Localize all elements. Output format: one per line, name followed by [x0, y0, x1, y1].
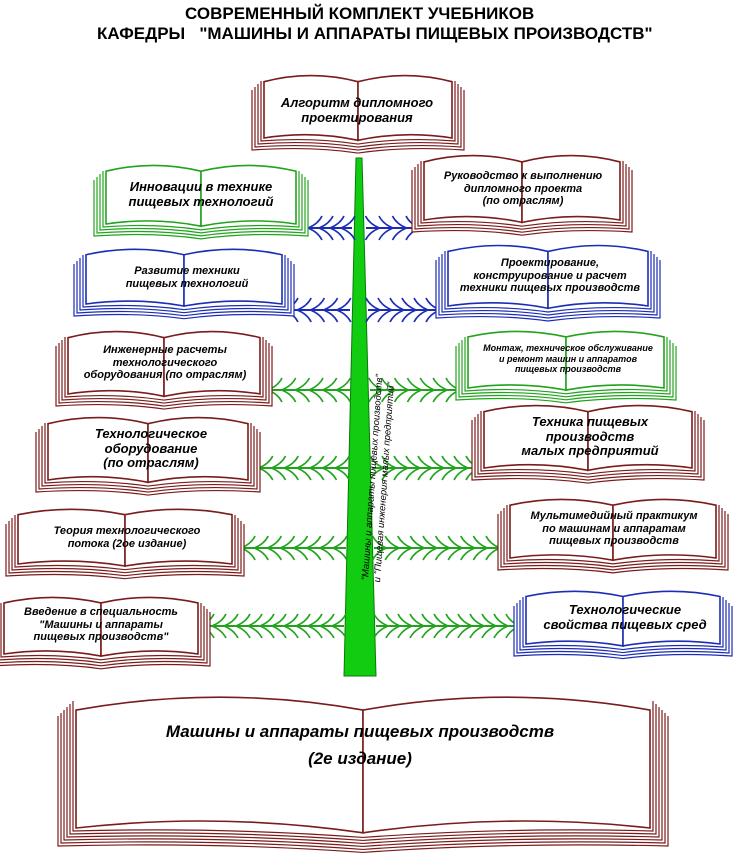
book-bottom-title: Машины и аппараты пищевых производств(2е…: [165, 721, 555, 768]
header-line-1: СОВРЕМЕННЫЙ КОМПЛЕКТ УЧЕБНИКОВ: [185, 4, 535, 23]
branch-left1: [307, 215, 356, 241]
book-right2: [435, 244, 661, 322]
branch-left6: [199, 613, 347, 639]
branch-right4: [369, 455, 481, 481]
book-left3: [55, 330, 273, 410]
branch-left4: [245, 455, 350, 481]
book-left5: [5, 508, 245, 580]
book-left1: [93, 164, 309, 240]
book-right3: [455, 330, 677, 404]
book-left4: [35, 416, 261, 496]
book-right1: [411, 154, 633, 236]
tree-trunk: [343, 157, 377, 677]
book-top: [251, 74, 465, 154]
book-right4: [471, 404, 705, 484]
branch-left3: [267, 377, 352, 403]
branch-right2: [365, 297, 441, 323]
branch-right6: [373, 613, 521, 639]
branch-left5: [227, 535, 348, 561]
branch-right3: [368, 377, 461, 403]
book-left2: [73, 248, 295, 320]
branch-right5: [371, 535, 501, 561]
book-right6: [513, 590, 733, 660]
book-bottom: [57, 696, 669, 854]
book-right5: [497, 498, 729, 574]
branch-left2: [283, 297, 352, 323]
header-line-2: КАФЕДРЫ "МАШИНЫ И АППАРАТЫ ПИЩЕВЫХ ПРОИЗ…: [97, 24, 653, 43]
book-left6-title: Введение в специальность"Машины и аппара…: [24, 606, 178, 644]
book-left6: [0, 596, 211, 670]
